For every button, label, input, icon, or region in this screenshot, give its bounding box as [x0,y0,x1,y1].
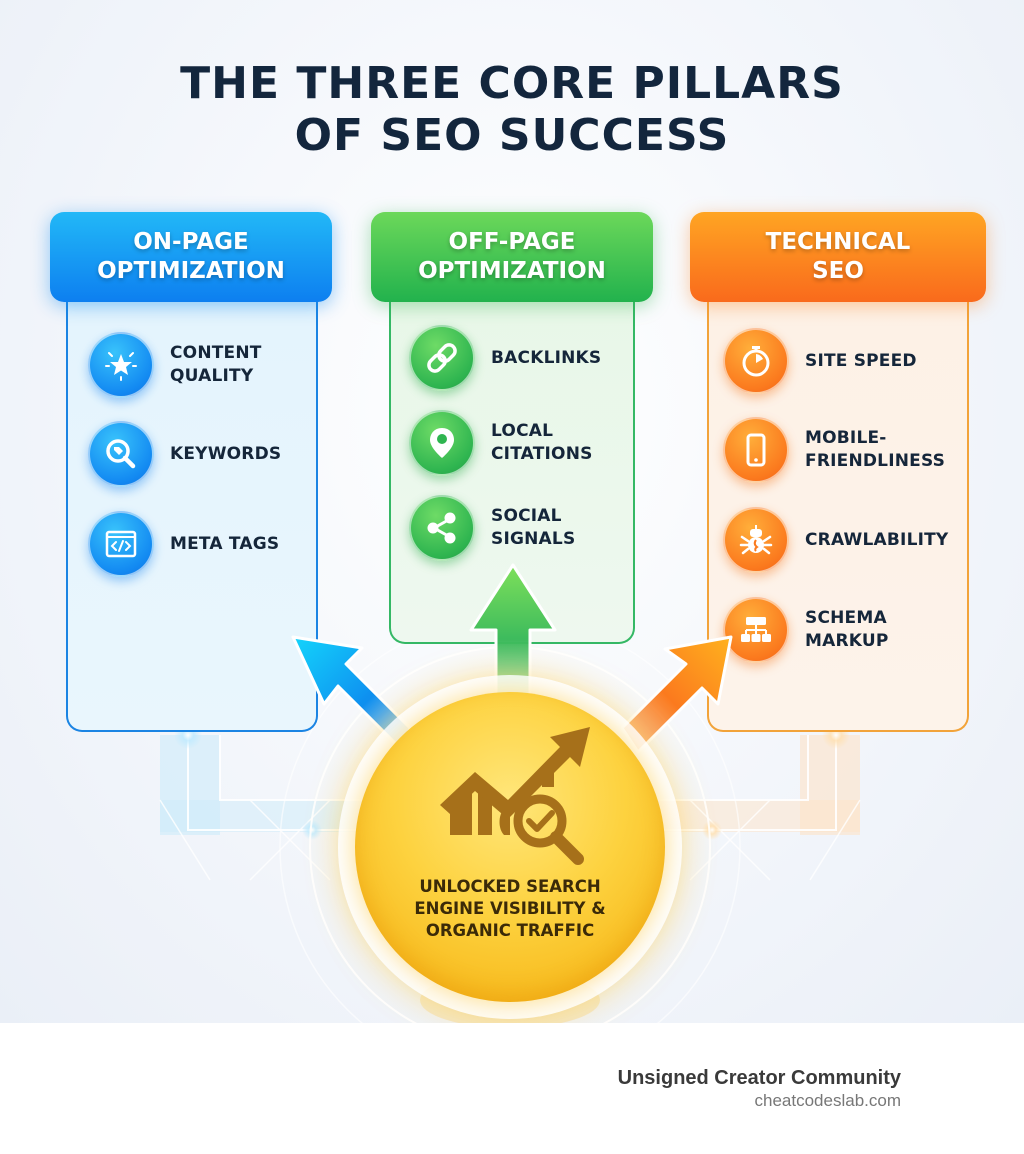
stopwatch-icon [723,328,789,394]
item-label: BACKLINKS [491,347,602,368]
list-item-mobile-friendliness: MOBILE- FRIENDLINESS [723,417,945,483]
page-title: THE THREE CORE PILLARS OF SEO SUCCESS [0,58,1024,162]
list-item-site-speed: SITE SPEED [723,328,917,394]
footer: Unsigned Creator Community cheatcodeslab… [0,1023,1024,1154]
growth-chart-search-icon [440,727,590,865]
star-icon [88,332,154,398]
list-item-keywords: KEYWORDS [88,421,281,487]
pillar-off-page-header: OFF-PAGE OPTIMIZATION [371,212,653,302]
item-label: SCHEMA MARKUP [805,608,889,651]
code-window-icon [88,511,154,577]
list-item-local-citations: LOCAL CITATIONS [409,410,593,476]
item-label: KEYWORDS [170,443,282,464]
pillar-title-line-2: OPTIMIZATION [418,258,606,284]
pillar-title-line-1: TECHNICAL [765,229,911,255]
footer-brand: Unsigned Creator Community [617,1067,901,1089]
item-label: META TAGS [170,533,280,554]
sitemap-icon [723,597,789,663]
title-line-2: OF SEO SUCCESS [294,110,730,161]
caption-line-1: UNLOCKED SEARCH [419,877,601,896]
link-icon [409,325,475,391]
item-label: CONTENT QUALITY [170,343,262,386]
list-item-crawlability: CRAWLABILITY [723,507,948,573]
pillar-title-line-2: OPTIMIZATION [97,258,285,284]
center-caption: UNLOCKED SEARCH ENGINE VISIBILITY & ORGA… [355,876,665,942]
pillar-on-page-header: ON-PAGE OPTIMIZATION [50,212,332,302]
list-item-backlinks: BACKLINKS [409,325,601,391]
list-item-content-quality: CONTENT QUALITY [88,332,262,398]
crawler-bug-icon [723,507,789,573]
title-line-1: THE THREE CORE PILLARS [180,58,844,109]
smartphone-icon [723,417,789,483]
location-pin-icon [409,410,475,476]
center-outcome-medallion: UNLOCKED SEARCH ENGINE VISIBILITY & ORGA… [355,692,665,1002]
item-label: SITE SPEED [805,350,917,371]
pillar-title-line-1: OFF-PAGE [448,229,576,255]
share-icon [409,495,475,561]
item-label: MOBILE- FRIENDLINESS [805,428,946,471]
item-label: LOCAL CITATIONS [491,421,593,464]
caption-line-2: ENGINE VISIBILITY & [414,899,606,918]
list-item-schema-markup: SCHEMA MARKUP [723,597,889,663]
footer-site-link[interactable]: cheatcodeslab.com [754,1091,901,1110]
item-label: CRAWLABILITY [805,529,949,550]
item-label: SOCIAL SIGNALS [491,506,576,549]
pillar-technical-header: TECHNICAL SEO [690,212,986,302]
infographic-canvas: THE THREE CORE PILLARS OF SEO SUCCESS ON… [0,0,1024,1023]
pillar-title-line-2: SEO [812,258,864,284]
keyword-search-icon [88,421,154,487]
list-item-social-signals: SOCIAL SIGNALS [409,495,575,561]
pillar-title-line-1: ON-PAGE [133,229,249,255]
caption-line-3: ORGANIC TRAFFIC [425,921,595,940]
list-item-meta-tags: META TAGS [88,511,279,577]
